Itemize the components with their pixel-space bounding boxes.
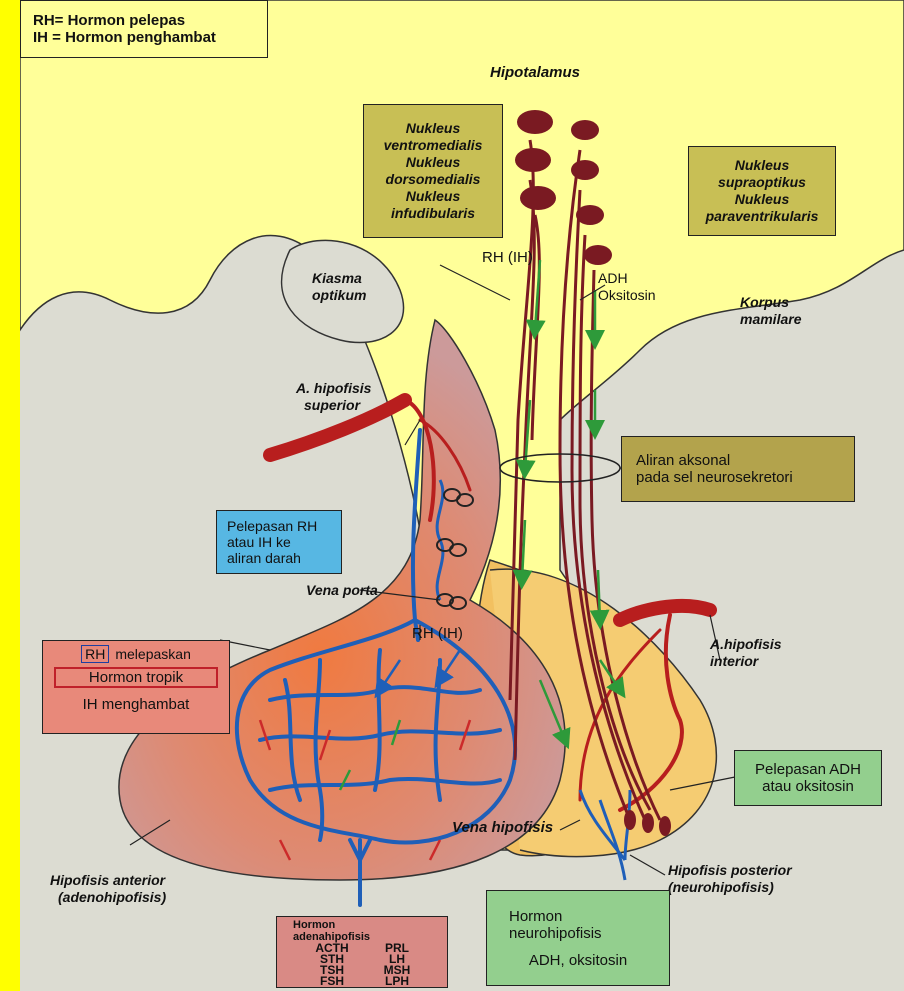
- pelepasan-adh-line1: Pelepasan ADH: [755, 761, 861, 778]
- pelepasan-rh-box: Pelepasan RH atau IH ke aliran darah: [216, 510, 342, 574]
- aliran-aksonal-box: Aliran aksonal pada sel neurosekretori: [621, 436, 855, 502]
- rh-tropik-box: RH melepaskan Hormon tropik IH menghamba…: [42, 640, 230, 734]
- legend-box: RH= Hormon pelepas IH = Hormon penghamba…: [20, 0, 268, 58]
- melepaskan-label: melepaskan: [115, 646, 191, 662]
- rh-ih-top-label: RH (IH): [482, 250, 533, 266]
- nukleus-infu-1: Nukleus: [406, 188, 460, 205]
- rh-release-row: RH melepaskan: [81, 645, 191, 663]
- legend-line2: IH = Hormon penghambat: [33, 29, 216, 46]
- pelepasan-rh-line2: atau IH ke: [227, 534, 291, 550]
- kiasma-label-bottom: optikum: [312, 287, 366, 303]
- pelepasan-adh-line2: atau oksitosin: [762, 778, 854, 795]
- vena-porta-label: Vena porta: [306, 582, 378, 598]
- rh-tag: RH: [81, 645, 109, 663]
- neuro-sub: ADH, oksitosin: [529, 952, 627, 969]
- hypothalamus-label: Hipotalamus: [490, 65, 580, 81]
- hip-posterior-label-1: Hipofisis posterior: [668, 862, 792, 878]
- hormone-lph: LPH: [367, 976, 427, 987]
- adh-label: ADH: [598, 270, 628, 286]
- adeno-hormone-box: Hormon adenahipofisis ACTH PRL STH LH TS…: [276, 916, 448, 988]
- aliran-aksonal-line2: pada sel neurosekretori: [636, 469, 793, 486]
- nukleus-supra-2: supraoptikus: [718, 174, 806, 191]
- ih-menghambat-label: IH menghambat: [83, 696, 190, 713]
- hip-posterior-label-2: (neurohipofisis): [668, 879, 774, 895]
- pelepasan-rh-line1: Pelepasan RH: [227, 518, 317, 534]
- legend-line1: RH= Hormon pelepas: [33, 12, 185, 29]
- neuro-title-1: Hormon: [487, 908, 562, 925]
- korpus-label-top: Korpus: [740, 294, 789, 310]
- a-hip-sup-label-2: superior: [304, 397, 360, 413]
- vena-hipofisis-label: Vena hipofisis: [452, 820, 553, 836]
- nukleus-supra-1: Nukleus: [735, 157, 789, 174]
- nukleus-para-2: paraventrikularis: [706, 208, 819, 225]
- aliran-aksonal-line1: Aliran aksonal: [636, 452, 730, 469]
- pelepasan-rh-line3: aliran darah: [227, 550, 301, 566]
- hormon-tropik-label: Hormon tropik: [54, 667, 218, 688]
- a-hip-inf-label-2: interior: [710, 653, 758, 669]
- neuro-title-2: neurohipofisis: [487, 925, 602, 942]
- hip-anterior-label-2: (adenohipofisis): [58, 889, 166, 905]
- a-hip-sup-label-1: A. hipofisis: [296, 380, 371, 396]
- hormone-fsh: FSH: [297, 976, 367, 987]
- adeno-hormone-grid: ACTH PRL STH LH TSH MSH FSH LPH: [297, 943, 427, 987]
- oksitosin-label: Oksitosin: [598, 287, 656, 303]
- nukleus-ventro-2: ventromedialis: [384, 137, 483, 154]
- nukleus-para-1: Nukleus: [735, 191, 789, 208]
- nukleus-infu-2: infudibularis: [391, 205, 475, 222]
- rh-ih-mid-label: RH (IH): [412, 626, 463, 642]
- pelepasan-adh-box: Pelepasan ADH atau oksitosin: [734, 750, 882, 806]
- neuro-hormone-box: Hormon neurohipofisis ADH, oksitosin: [486, 890, 670, 986]
- diagram-page: RH= Hormon pelepas IH = Hormon penghamba…: [20, 0, 904, 991]
- nukleus-dorso-2: dorsomedialis: [386, 171, 481, 188]
- nukleus-left-box: Nukleus ventromedialis Nukleus dorsomedi…: [363, 104, 503, 238]
- kiasma-label-top: Kiasma: [312, 270, 362, 286]
- korpus-label-bottom: mamilare: [740, 311, 801, 327]
- nukleus-dorso-1: Nukleus: [406, 154, 460, 171]
- nukleus-right-box: Nukleus supraoptikus Nukleus paraventrik…: [688, 146, 836, 236]
- nukleus-ventro-1: Nukleus: [406, 120, 460, 137]
- hip-anterior-label-1: Hipofisis anterior: [50, 872, 165, 888]
- adeno-title-1: Hormon: [277, 919, 335, 931]
- a-hip-inf-label-1: A.hipofisis: [710, 636, 782, 652]
